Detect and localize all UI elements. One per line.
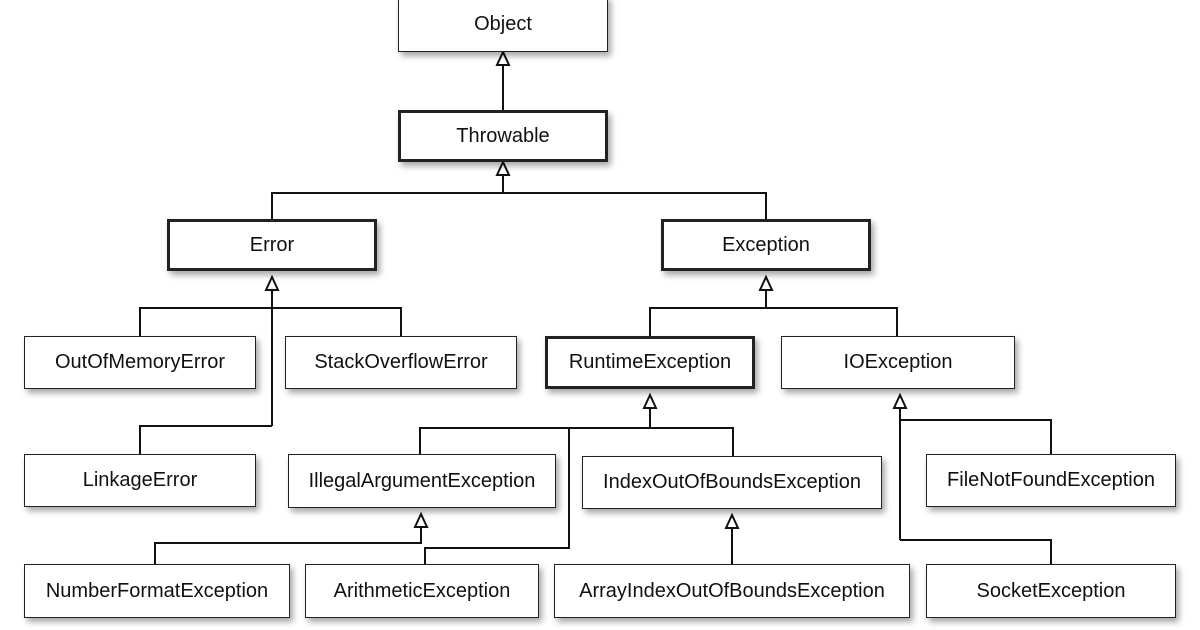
node-io-exception: IOException [781, 336, 1015, 389]
connector-error-children [139, 307, 402, 336]
connector-exception-children [649, 307, 898, 336]
node-index-out-of-bounds-exception: IndexOutOfBoundsException [582, 456, 882, 509]
node-linkage-error: LinkageError [24, 454, 256, 507]
node-throwable: Throwable [398, 110, 608, 162]
node-exception: Exception [661, 219, 871, 271]
node-error: Error [167, 219, 377, 271]
node-object: Object [398, 0, 608, 52]
node-out-of-memory-error: OutOfMemoryError [24, 336, 256, 389]
node-array-index-out-of-bounds-exception: ArrayIndexOutOfBoundsException [554, 564, 910, 618]
node-socket-exception: SocketException [926, 564, 1176, 618]
connector-runtime-children [419, 427, 734, 456]
node-file-not-found-exception: FileNotFoundException [926, 454, 1176, 507]
node-number-format-exception: NumberFormatException [24, 564, 290, 618]
arrowhead-object [495, 49, 511, 66]
connector-linkage-error [139, 425, 272, 454]
connector-io-trunk [900, 539, 1052, 564]
arrowhead-throwable [495, 159, 511, 176]
arrowhead-exception [758, 274, 774, 291]
arrowhead-error [264, 274, 280, 291]
arrowhead-io-exception [892, 392, 908, 409]
connector-error-throwable [271, 192, 767, 219]
node-stack-overflow-error: StackOverflowError [285, 336, 517, 389]
arrowhead-index-out-of-bounds [724, 512, 740, 529]
arrowhead-illegal-argument [413, 511, 429, 528]
arrowhead-runtime-exception [642, 392, 658, 409]
connector-number-format [154, 527, 422, 564]
connector-arithmetic [424, 428, 570, 564]
node-arithmetic-exception: ArithmeticException [305, 564, 539, 618]
node-runtime-exception: RuntimeException [545, 336, 755, 389]
connector-file-not-found [900, 419, 1052, 454]
node-illegal-argument-exception: IllegalArgumentException [288, 454, 556, 508]
